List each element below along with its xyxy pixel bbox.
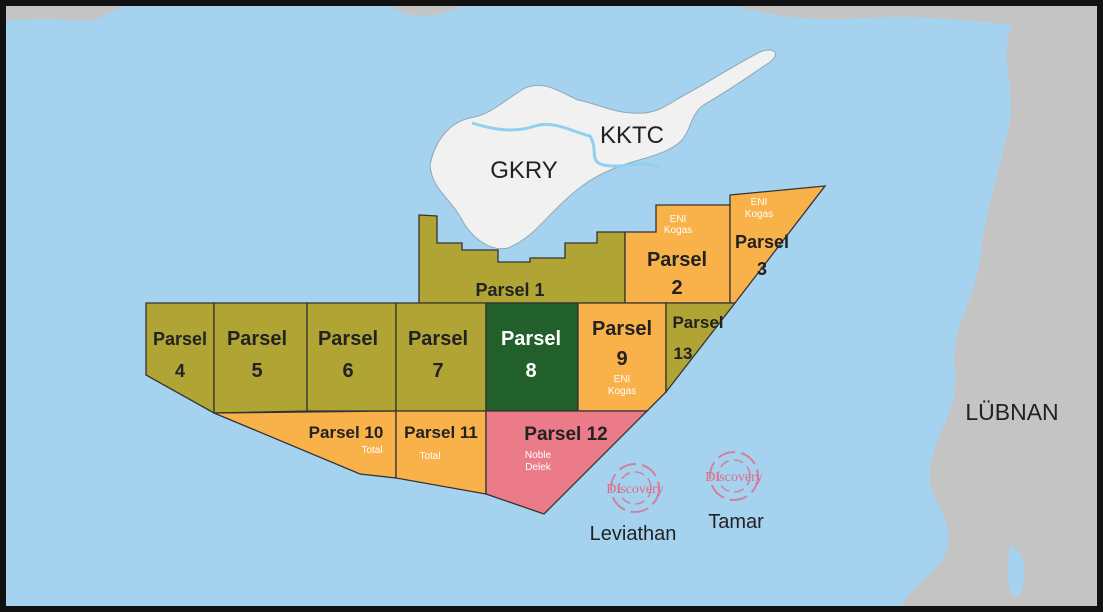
parcel-12-operator-1: Noble <box>525 450 552 461</box>
parcel-4-label-1: Parsel <box>153 329 207 349</box>
discovery-ring-outer-icon <box>709 451 759 501</box>
parcel-12-shape[interactable] <box>485 410 649 515</box>
parcel-5-label-2: 5 <box>251 360 262 382</box>
discovery-ring-inner-icon <box>618 471 652 505</box>
parcel-13-label-2: 13 <box>674 344 693 363</box>
parcel-7-label-1: Parsel <box>408 328 468 350</box>
mainland-lebanon <box>900 0 1103 612</box>
parcel-7-label-2: 7 <box>432 360 443 382</box>
parcel-3-operator-2: Kogas <box>745 209 773 220</box>
parcel-2-label-1: Parsel <box>647 249 707 271</box>
parcel-13-shape[interactable] <box>665 302 737 394</box>
parcel-6-label-2: 6 <box>342 360 353 382</box>
parcel-10-label: Parsel 10 <box>309 423 384 442</box>
parcel-12-operator-2: Delek <box>525 462 552 473</box>
mainland-bottom-right <box>960 570 1012 612</box>
parcel-6-shape[interactable] <box>306 302 397 412</box>
parcel-3-label-2: 3 <box>757 259 767 279</box>
place-label-lubnan: LÜBNAN <box>965 399 1058 425</box>
parcel-2-operator-2: Kogas <box>664 225 692 236</box>
mainland-top <box>390 0 1103 40</box>
parcel-5-shape[interactable] <box>213 302 308 414</box>
parcel-11-label: Parsel 11 <box>404 423 478 442</box>
parcel-5-label-1: Parsel <box>227 328 287 350</box>
parcel-8-label-1: Parsel <box>501 328 561 350</box>
parcel-7-shape[interactable] <box>395 302 487 412</box>
place-label-gkry: GKRY <box>490 157 558 184</box>
discovery-marker-leviathan: Discovery <box>606 463 664 513</box>
discovery-badge-label: Discovery <box>606 482 664 497</box>
place-label-kktc: KKTC <box>600 122 664 149</box>
parcel-6-label-1: Parsel <box>318 328 378 350</box>
parcel-3-operator-1: ENI <box>751 197 768 208</box>
discovery-badge-label: Discovery <box>705 470 763 485</box>
parcel-1-label: Parsel 1 <box>475 280 544 300</box>
parcel-3-label-1: Parsel <box>735 232 789 252</box>
lake <box>1007 545 1025 596</box>
parcel-8-shape[interactable] <box>485 302 579 412</box>
parcel-9-label-2: 9 <box>616 348 627 370</box>
discovery-ring-inner-icon <box>717 459 751 493</box>
parcel-13-label-1: Parsel <box>672 313 723 332</box>
discovery-marker-tamar: Discovery <box>705 451 763 501</box>
parcel-9-operator-1: ENI <box>614 374 631 385</box>
parcel-4-label-2: 4 <box>175 361 185 381</box>
parcel-2-operator-1: ENI <box>670 214 687 225</box>
parcel-9-shape[interactable] <box>577 302 667 412</box>
parcel-12-label: Parsel 12 <box>524 424 607 445</box>
parcel-2-label-2: 2 <box>671 277 682 299</box>
cyprus-division-line <box>471 121 661 170</box>
parcel-8-label-2: 8 <box>525 360 536 382</box>
cyprus-island <box>429 49 776 250</box>
parcel-9-operator-2: Kogas <box>608 386 636 397</box>
discovery-name-tamar: Tamar <box>708 511 764 533</box>
parcel-9-label-1: Parsel <box>592 318 652 340</box>
discovery-name-leviathan: Leviathan <box>590 523 677 545</box>
parcel-11-operator: Total <box>419 451 440 462</box>
parcel-10-operator: Total <box>361 445 382 456</box>
discovery-ring-outer-icon <box>610 463 660 513</box>
